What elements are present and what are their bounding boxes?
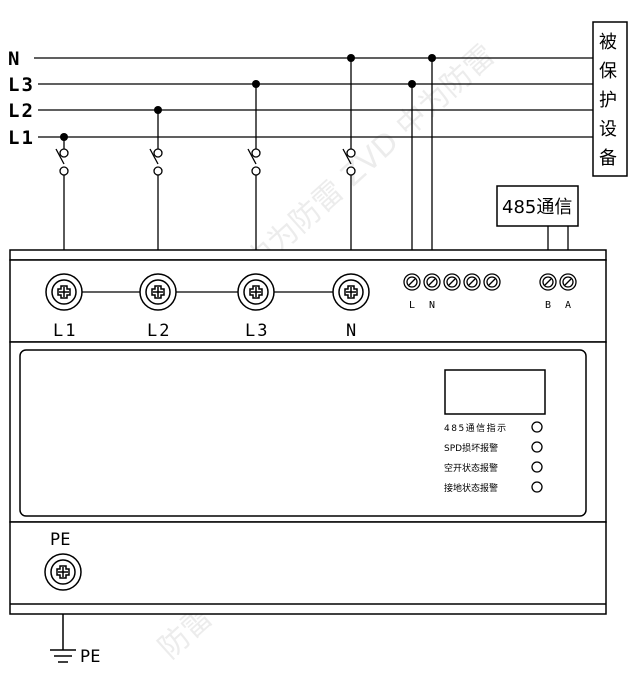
indicator-light-spd	[531, 441, 543, 453]
breaker-switch-l1	[55, 137, 69, 250]
comm-terminal-label-b: B	[545, 300, 551, 311]
small-terminal-1[interactable]	[403, 273, 421, 291]
device-terminal-section	[9, 259, 607, 343]
terminal-l1[interactable]	[45, 273, 83, 311]
indicator-label-spd: SPD损坏报警	[444, 442, 498, 454]
terminal-label-l1: L1	[53, 321, 77, 341]
indicator-light-485	[531, 421, 543, 433]
display-window	[444, 369, 546, 415]
pe-terminal-label: PE	[50, 530, 70, 550]
comm-terminal-a[interactable]	[559, 273, 577, 291]
bus-label-l3: L3	[8, 74, 35, 96]
indicator-light-breaker	[531, 461, 543, 473]
ground-symbol	[50, 614, 76, 663]
terminal-label-l2: L2	[147, 321, 171, 341]
ground-label: PE	[80, 647, 100, 667]
terminal-l3[interactable]	[237, 273, 275, 311]
device-top-cap	[9, 249, 607, 261]
indicator-label-ground: 接地状态报警	[444, 482, 498, 494]
comm-terminal-b[interactable]	[539, 273, 557, 291]
indicator-label-485: 485通信指示	[444, 422, 508, 434]
breaker-switch-n	[342, 58, 356, 250]
small-terminal-4[interactable]	[463, 273, 481, 291]
comm-box: 485通信	[496, 185, 579, 250]
comm-terminal-label-a: A	[565, 300, 571, 311]
small-terminal-5[interactable]	[483, 273, 501, 291]
main-terminals	[45, 273, 370, 311]
protected-equipment-char-3: 护	[599, 90, 617, 111]
device-lower-section	[9, 521, 607, 615]
terminal-n[interactable]	[332, 273, 370, 311]
power-terminal-label-n: N	[429, 300, 435, 311]
small-terminal-2[interactable]	[423, 273, 441, 291]
pe-terminal[interactable]	[44, 553, 82, 591]
bus-lines	[34, 57, 593, 138]
spd-device	[9, 249, 607, 615]
power-terminal-label-l: L	[409, 300, 415, 311]
breaker-switch-l2	[149, 110, 163, 250]
bus-label-l2: L2	[8, 100, 35, 122]
indicator-label-breaker: 空开状态报警	[444, 462, 498, 474]
protected-equipment-char-2: 保	[599, 61, 617, 82]
comm-terminal-block	[539, 273, 577, 291]
power-terminal-block	[403, 273, 501, 291]
bus-label-n: N	[8, 48, 19, 70]
comm-box-label: 485通信	[502, 197, 572, 218]
terminal-l2[interactable]	[139, 273, 177, 311]
bus-label-l1: L1	[8, 127, 35, 149]
protected-equipment-char-5: 备	[599, 148, 617, 169]
terminal-label-n: N	[346, 321, 356, 341]
protected-equipment-char-1: 被	[599, 32, 617, 53]
indicator-light-ground	[531, 481, 543, 493]
small-terminal-3[interactable]	[443, 273, 461, 291]
breaker-switch-l3	[247, 84, 261, 250]
protected-equipment-box: 被 保 护 设 备	[592, 21, 628, 177]
terminal-label-l3: L3	[245, 321, 269, 341]
protected-equipment-char-4: 设	[599, 119, 617, 140]
indicator-panel: 485通信指示 SPD损坏报警 空开状态报警 接地状态报警	[444, 421, 543, 494]
breaker-switches	[55, 58, 433, 250]
